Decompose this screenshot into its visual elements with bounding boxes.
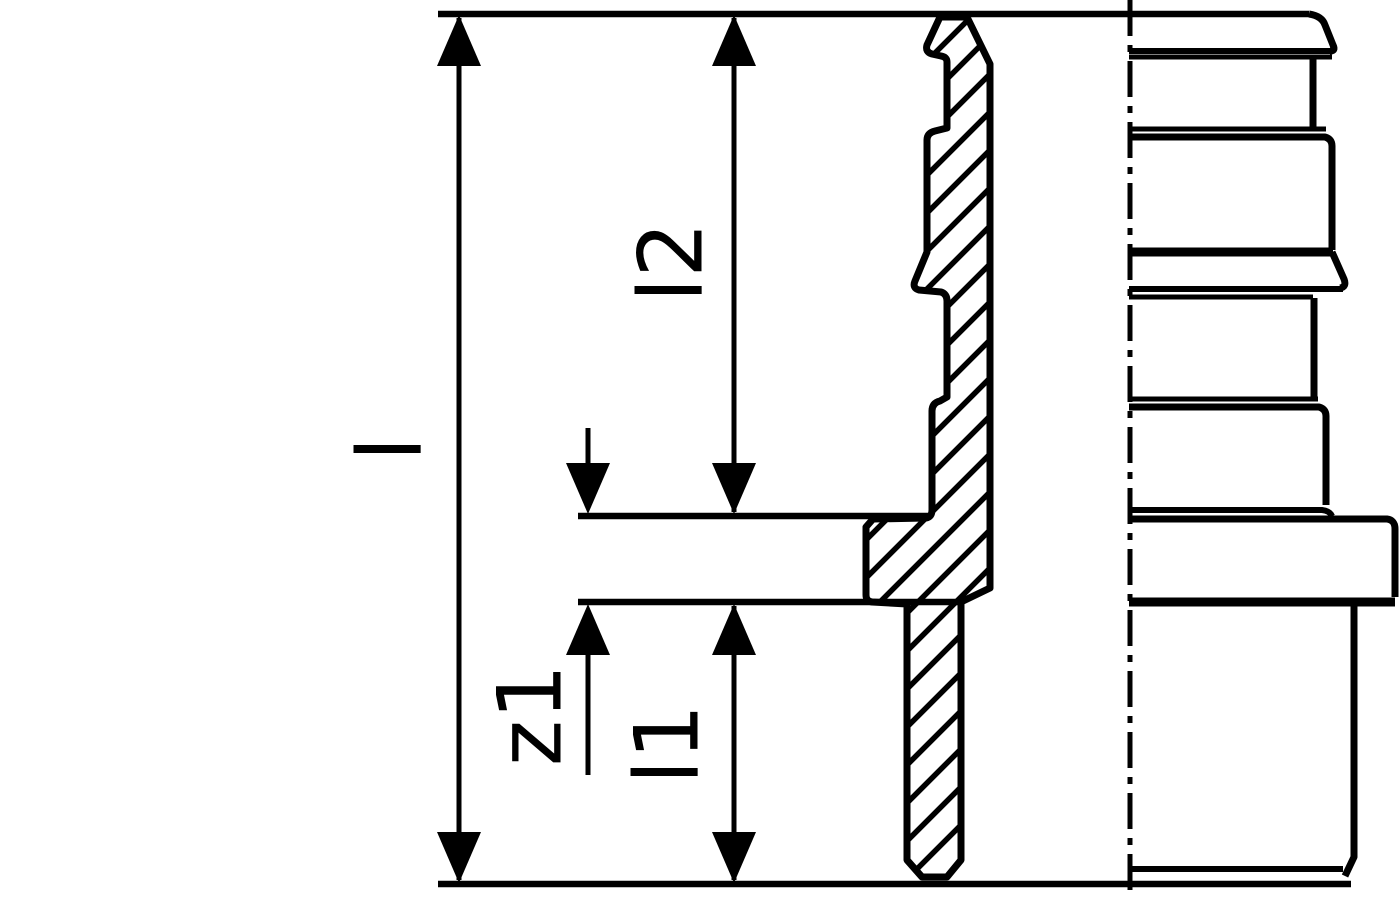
dimension-label-l2: l2	[620, 222, 723, 302]
dimension-label-l: l	[339, 437, 442, 461]
band2-edge	[1129, 403, 1330, 505]
dimension-z1-arrow-up	[566, 604, 610, 655]
dimension-l2: l2	[620, 15, 756, 514]
dimension-label-z1: z1	[479, 664, 582, 766]
dimension-l2-arrow-up	[712, 15, 756, 66]
dimension-l-arrow-down	[437, 832, 481, 883]
body-edge	[1341, 604, 1358, 878]
dimension-l1: l1	[616, 604, 756, 883]
dimension-z1: z1	[479, 428, 610, 775]
external-view	[1129, 10, 1399, 878]
dimension-z1-arrow-down	[566, 463, 610, 514]
flange-top-and-edge	[1129, 515, 1399, 597]
dimension-l: l	[339, 15, 481, 883]
dimension-l2-arrow-down	[712, 463, 756, 514]
band1-edge	[1129, 133, 1336, 250]
dimension-l1-arrow-up	[712, 604, 756, 655]
dimension-l-arrow-up	[437, 15, 481, 66]
dimension-l1-arrow-down	[712, 832, 756, 883]
section-wall-profile	[862, 13, 994, 881]
extension-lines	[438, 10, 1351, 888]
section-view	[862, 13, 994, 881]
flange-neck-line	[1129, 507, 1335, 518]
dimension-label-l1: l1	[616, 704, 719, 784]
